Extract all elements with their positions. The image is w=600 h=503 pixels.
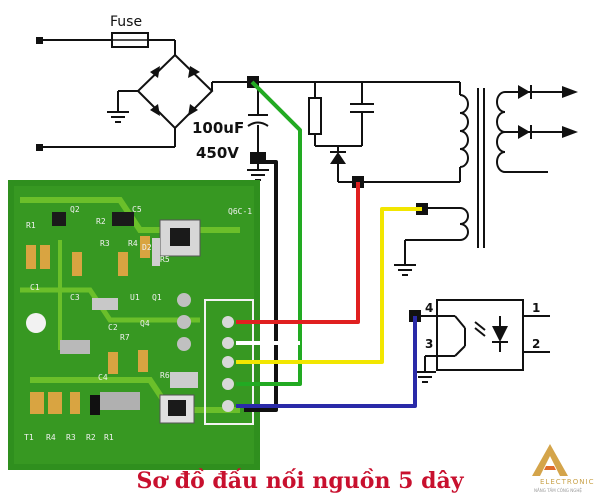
capacitor-value-label: 100uF — [192, 119, 244, 137]
pcb-silkscreen-label: C2 — [108, 323, 118, 332]
transformer — [404, 88, 548, 265]
snubber-network — [308, 82, 461, 183]
red-wire — [236, 182, 360, 324]
brand-logo: ELECTRONIC NÂNG TẦM CÔNG NGHỆ — [520, 440, 598, 500]
pcb-silkscreen-label: Q4 — [140, 319, 150, 328]
opto-pin3-label: 3 — [425, 337, 433, 351]
optocoupler — [415, 299, 550, 372]
capacitor-voltage-label: 450V — [196, 144, 239, 162]
opto-pin2-label: 2 — [532, 337, 540, 351]
blue-wire — [236, 316, 417, 408]
logo-word: ELECTRONIC — [540, 478, 595, 486]
pcb-silkscreen-label: R2 — [96, 217, 106, 226]
output-diodes — [518, 85, 578, 139]
pcb-silkscreen-label: R1 — [104, 433, 114, 442]
opto-pin4-label: 4 — [425, 301, 433, 315]
pcb-silkscreen-label: C4 — [98, 373, 108, 382]
pcb-silkscreen-label: R5 — [160, 255, 170, 264]
yellow-wire — [236, 207, 422, 364]
pcb-silkscreen-label: C5 — [132, 205, 142, 214]
fuse — [111, 32, 149, 48]
pcb-silkscreen-label: C3 — [70, 293, 80, 302]
bulk-capacitor — [247, 114, 269, 152]
input-terminal-top — [36, 37, 43, 44]
pcb-silkscreen-label: C1 — [30, 283, 40, 292]
snubber-diode — [330, 152, 346, 164]
ground-opto — [414, 371, 436, 383]
pcb-silkscreen-label: Q1 — [152, 293, 162, 302]
pcb-module — [8, 180, 260, 470]
ground-aux — [394, 264, 416, 276]
pcb-silkscreen-label: U1 — [130, 293, 140, 302]
pcb-silkscreen-label: R4 — [128, 239, 138, 248]
bridge-rectifier — [117, 53, 252, 130]
ground-bridge — [107, 111, 129, 123]
mains-input — [38, 39, 176, 148]
pcb-silkscreen-label: Q6C-1 — [228, 207, 252, 216]
pcb-silkscreen-label: R3 — [66, 433, 76, 442]
green-wire — [236, 80, 302, 386]
logo-sub: NÂNG TẦM CÔNG NGHỆ — [534, 488, 582, 493]
pcb-silkscreen-label: D2 — [142, 243, 152, 252]
pcb-silkscreen-label: R7 — [120, 333, 130, 342]
pcb-silkscreen-label: R1 — [26, 221, 36, 230]
black-wire — [244, 160, 278, 412]
fuse-label: Fuse — [110, 14, 142, 30]
pcb-silkscreen-label: T1 — [24, 433, 34, 442]
wiring-harness — [236, 80, 422, 412]
bridge-diodes — [150, 66, 200, 116]
ground-capacitor — [247, 164, 269, 181]
opto-led — [492, 326, 508, 342]
opto-pin1-label: 1 — [532, 301, 540, 315]
pcb-silkscreen-label: R6 — [160, 371, 170, 380]
dc-bus — [252, 81, 461, 115]
pcb-silkscreen-label: R4 — [46, 433, 56, 442]
pcb-silkscreen-label: R3 — [100, 239, 110, 248]
page-title: Sơ đồ đấu nối nguồn 5 dây — [136, 468, 464, 494]
pcb-silkscreen-label: R2 — [86, 433, 96, 442]
input-terminal-bottom — [36, 144, 43, 151]
pcb-silkscreen-label: Q2 — [70, 205, 80, 214]
logo-mark-icon — [532, 444, 568, 476]
